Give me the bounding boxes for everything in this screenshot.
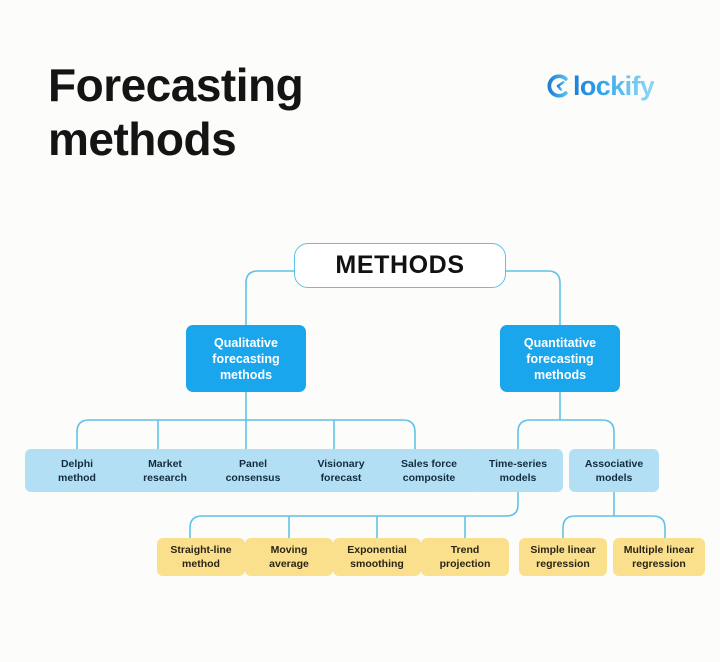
node-exponential-smoothing-label: Exponential smoothing: [347, 544, 407, 570]
node-associative-models-label: Associative models: [584, 457, 644, 484]
node-multiple-linear-regression[interactable]: Multiple linear regression: [613, 538, 705, 576]
node-delphi-method-label: Delphi method: [58, 457, 96, 484]
node-quantitative-label: Quantitative forecasting methods: [523, 335, 597, 382]
node-methods-root[interactable]: METHODS: [294, 243, 506, 288]
node-multiple-linear-regression-label: Multiple linear regression: [623, 544, 695, 570]
clockify-logo: lockify: [545, 70, 655, 102]
node-methods-root-label: METHODS: [335, 251, 465, 279]
node-qualitative-label: Qualitative forecasting methods: [212, 335, 280, 382]
node-time-series-models-label: Time-series models: [488, 457, 548, 484]
node-moving-average[interactable]: Moving average: [245, 538, 333, 576]
node-delphi-method[interactable]: Delphi method: [25, 449, 129, 492]
node-sales-force-composite[interactable]: Sales force composite: [377, 449, 481, 492]
node-visionary-forecast-label: Visionary forecast: [317, 457, 365, 484]
node-associative-models[interactable]: Associative models: [569, 449, 659, 492]
node-visionary-forecast[interactable]: Visionary forecast: [289, 449, 393, 492]
node-straight-line-method[interactable]: Straight-line method: [157, 538, 245, 576]
node-qualitative-forecasting-methods[interactable]: Qualitative forecasting methods: [186, 325, 306, 392]
node-moving-average-label: Moving average: [269, 544, 309, 570]
node-panel-consensus[interactable]: Panel consensus: [201, 449, 305, 492]
node-straight-line-method-label: Straight-line method: [170, 544, 232, 570]
node-exponential-smoothing[interactable]: Exponential smoothing: [333, 538, 421, 576]
node-market-research[interactable]: Market research: [113, 449, 217, 492]
node-quantitative-forecasting-methods[interactable]: Quantitative forecasting methods: [500, 325, 620, 392]
node-panel-consensus-label: Panel consensus: [225, 457, 281, 484]
node-simple-linear-regression-label: Simple linear regression: [530, 544, 596, 570]
page-title: Forecasting methods: [48, 59, 304, 165]
clockify-wordmark: lockify: [573, 71, 655, 101]
node-trend-projection-label: Trend projection: [439, 544, 491, 570]
node-trend-projection[interactable]: Trend projection: [421, 538, 509, 576]
clockify-c-mark-icon: [547, 74, 568, 98]
node-sales-force-composite-label: Sales force composite: [400, 457, 458, 484]
node-simple-linear-regression[interactable]: Simple linear regression: [519, 538, 607, 576]
node-market-research-label: Market research: [143, 457, 187, 484]
node-time-series-models[interactable]: Time-series models: [473, 449, 563, 492]
